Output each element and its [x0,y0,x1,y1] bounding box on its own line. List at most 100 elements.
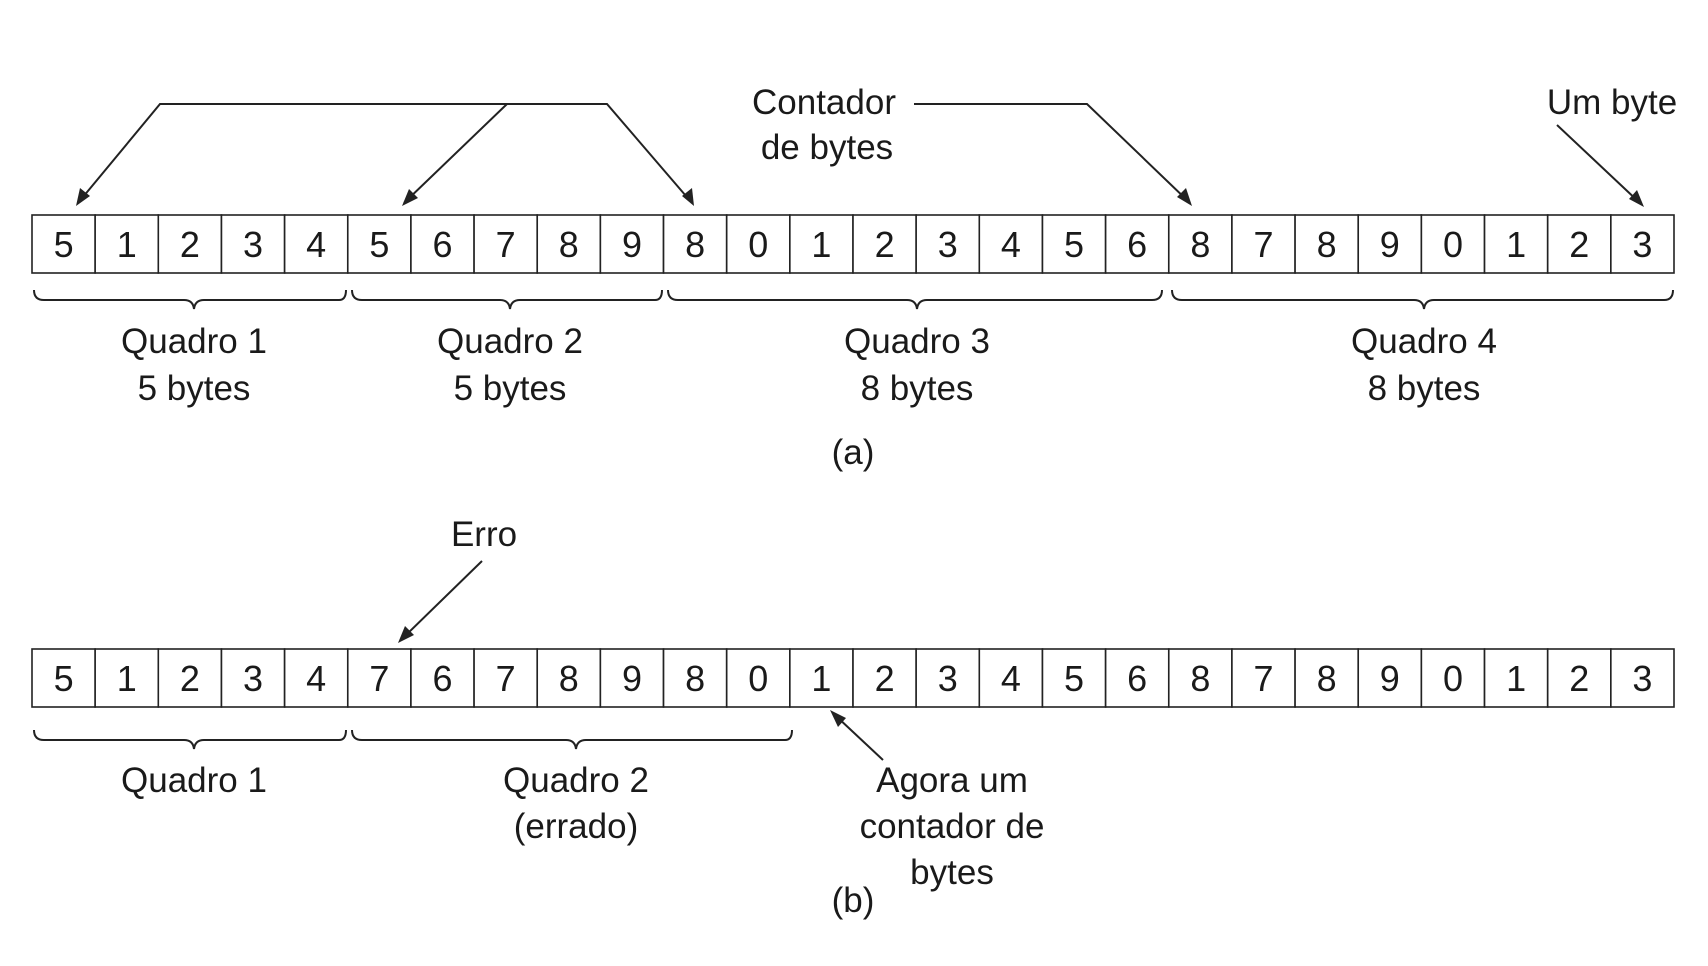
byte-cell [473,214,539,274]
byte-cell [725,648,791,708]
caption-a: (a) [832,433,875,472]
byte-cell [1104,214,1170,274]
byte-cell [1357,214,1423,274]
byte-value: 5 [54,658,74,699]
byte-value: 6 [432,224,452,265]
frame-2-title-a: Quadro 2 [437,322,583,361]
byte-value: 2 [1569,224,1589,265]
byte-value: 9 [1380,224,1400,265]
byte-value: 6 [1127,658,1147,699]
frame-3-size-a: 8 bytes [861,369,974,408]
frame-braces-b [33,729,793,750]
byte-value: 5 [1064,658,1084,699]
one-byte-label: Um byte [1547,83,1677,122]
byte-value: 3 [243,224,263,265]
byte-cell [852,214,917,274]
byte-cell [346,648,412,708]
byte-value: 2 [180,658,200,699]
byte-value: 2 [180,224,200,265]
one-byte-pointer [1556,124,1644,207]
counter-pointer-lines [76,103,694,206]
byte-cell [346,214,412,274]
byte-value: 0 [1443,224,1463,265]
byte-value: 5 [369,224,389,265]
byte-value: 1 [1506,224,1526,265]
byte-value: 4 [1001,658,1021,699]
byte-value: 3 [938,224,958,265]
frame-4-title-a: Quadro 4 [1351,322,1497,361]
byte-value: 8 [559,224,579,265]
byte-value: 4 [306,658,326,699]
byte-value: 7 [1253,224,1273,265]
byte-cell [220,648,286,708]
byte-value: 8 [1317,224,1337,265]
frame-braces-a [33,289,1674,310]
byte-cell [1420,214,1486,274]
byte-value: 7 [369,658,389,699]
now-counter-label-line2: contador de [860,807,1045,846]
frame-1-size-a: 5 bytes [138,369,251,408]
byte-value: 0 [1443,658,1463,699]
byte-value: 5 [1064,224,1084,265]
byte-value: 8 [559,658,579,699]
byte-cell [978,214,1044,274]
byte-value: 3 [1632,224,1652,265]
byte-value: 2 [875,658,895,699]
byte-cell [1610,648,1675,708]
byte-value: 9 [622,658,642,699]
byte-cell [1231,214,1296,274]
byte-cell [283,214,349,274]
frame-2-title-b: Quadro 2 [503,761,649,800]
caption-b: (b) [832,881,875,920]
byte-value: 1 [117,224,137,265]
byte-cell [31,214,96,274]
byte-value: 2 [875,224,895,265]
byte-cell [1041,648,1107,708]
byte-value: 1 [811,224,831,265]
byte-value: 7 [496,224,516,265]
byte-cell [1546,648,1612,708]
error-pointer [398,560,483,643]
byte-value: 9 [1380,658,1400,699]
frame-1-title-a: Quadro 1 [121,322,267,361]
byte-cell [94,214,160,274]
now-counter-label-line1: Agora um [876,761,1028,800]
byte-value: 8 [1190,224,1210,265]
byte-value: 4 [306,224,326,265]
byte-cell [1167,214,1233,274]
byte-value: 8 [685,224,705,265]
byte-cell [283,648,349,708]
byte-cell [410,214,475,274]
byte-value: 7 [1253,658,1273,699]
byte-value: 5 [54,224,74,265]
byte-cell [94,648,160,708]
byte-value: 0 [748,224,768,265]
byte-cell [1546,214,1612,274]
byte-value: 1 [117,658,137,699]
byte-value: 9 [622,224,642,265]
byte-value: 2 [1569,658,1589,699]
byte-value: 3 [1632,658,1652,699]
byte-value: 4 [1001,224,1021,265]
byte-value: 8 [685,658,705,699]
frame-3-title-a: Quadro 3 [844,322,990,361]
byte-cell [978,648,1044,708]
byte-value: 3 [243,658,263,699]
counter-label-line1: Contador [752,83,896,122]
byte-cell [1104,648,1170,708]
byte-cell [1610,214,1675,274]
byte-value: 1 [811,658,831,699]
byte-cell [789,648,854,708]
byte-cell [789,214,854,274]
error-label: Erro [451,515,517,554]
counter-label-pointer [914,103,1192,206]
counter-label-line2: de bytes [761,128,893,167]
byte-cell [1357,648,1423,708]
byte-value: 6 [432,658,452,699]
byte-cell [599,648,665,708]
byte-cell [1231,648,1296,708]
frame-4-size-a: 8 bytes [1368,369,1481,408]
